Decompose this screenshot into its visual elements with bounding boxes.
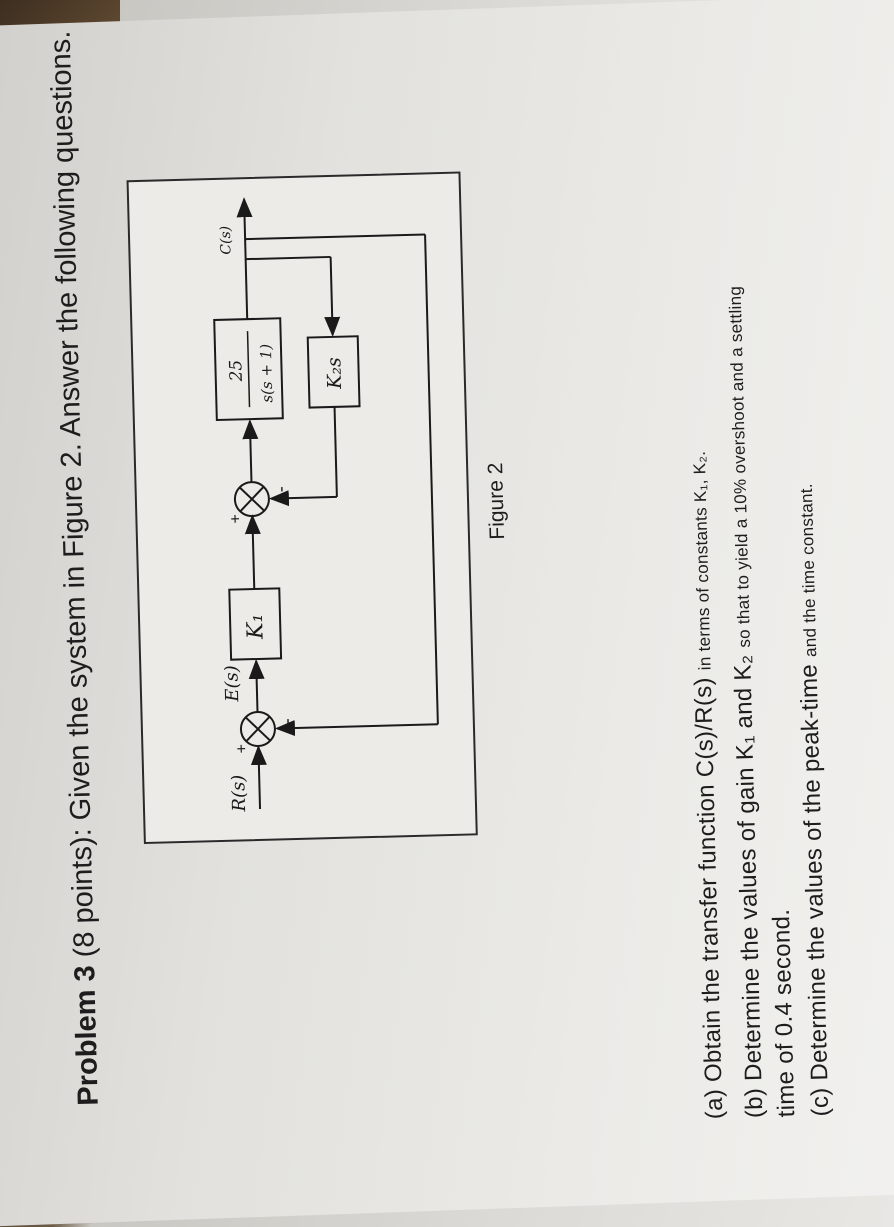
- question-a-tail: in terms of constants K₁, K₂.: [690, 451, 715, 671]
- plus-sign-2: +: [227, 514, 244, 524]
- problem-points: (8 points):: [65, 828, 100, 958]
- gain-k1-label: K₁: [243, 613, 269, 640]
- output-label: C(s): [218, 226, 235, 255]
- minus-sign-2: -: [271, 486, 291, 493]
- plus-sign-1: +: [233, 744, 250, 754]
- feedback-k2s-label: K₂s: [323, 357, 346, 390]
- question-c-tail: and the time constant.: [797, 483, 821, 657]
- question-a: (a) Obtain the transfer function C(s)/R(…: [684, 451, 729, 1120]
- figure-caption: Figure 2: [484, 462, 510, 540]
- question-b-tail: so that to yield a 10% overshoot and a s…: [726, 286, 754, 648]
- question-b-continued: time of 0.4 second.: [768, 908, 801, 1117]
- plant-numerator: 25: [226, 360, 247, 383]
- block-diagram: R(s) E(s) C(s) K₁ 25 s(s + 1) K₂s + - + …: [129, 174, 476, 842]
- problem-heading: Problem 3: [69, 965, 105, 1106]
- question-b-main: (b) Determine the values of gain K₁ and …: [729, 654, 768, 1118]
- question-c-main: (c) Determine the values of the peak-tim…: [795, 664, 834, 1117]
- input-label: R(s): [228, 774, 250, 812]
- error-label: E(s): [221, 665, 243, 703]
- plant-denominator: s(s + 1): [257, 344, 277, 403]
- input-arrow: [258, 747, 260, 809]
- problem-intro: Given the system in Figure 2. Answer the…: [45, 30, 98, 820]
- question-b: (b) Determine the values of gain K₁ and …: [720, 286, 770, 1119]
- error-arrow: [256, 661, 257, 712]
- question-a-main: (a) Obtain the transfer function C(s)/R(…: [690, 677, 729, 1120]
- problem-page: Problem 3 (8 points): Given the system i…: [22, 5, 871, 1146]
- block-diagram-frame: R(s) E(s) C(s) K₁ 25 s(s + 1) K₂s + - + …: [127, 172, 478, 845]
- problem-title: Problem 3 (8 points): Given the system i…: [45, 30, 106, 1106]
- minus-sign-1: -: [277, 718, 297, 725]
